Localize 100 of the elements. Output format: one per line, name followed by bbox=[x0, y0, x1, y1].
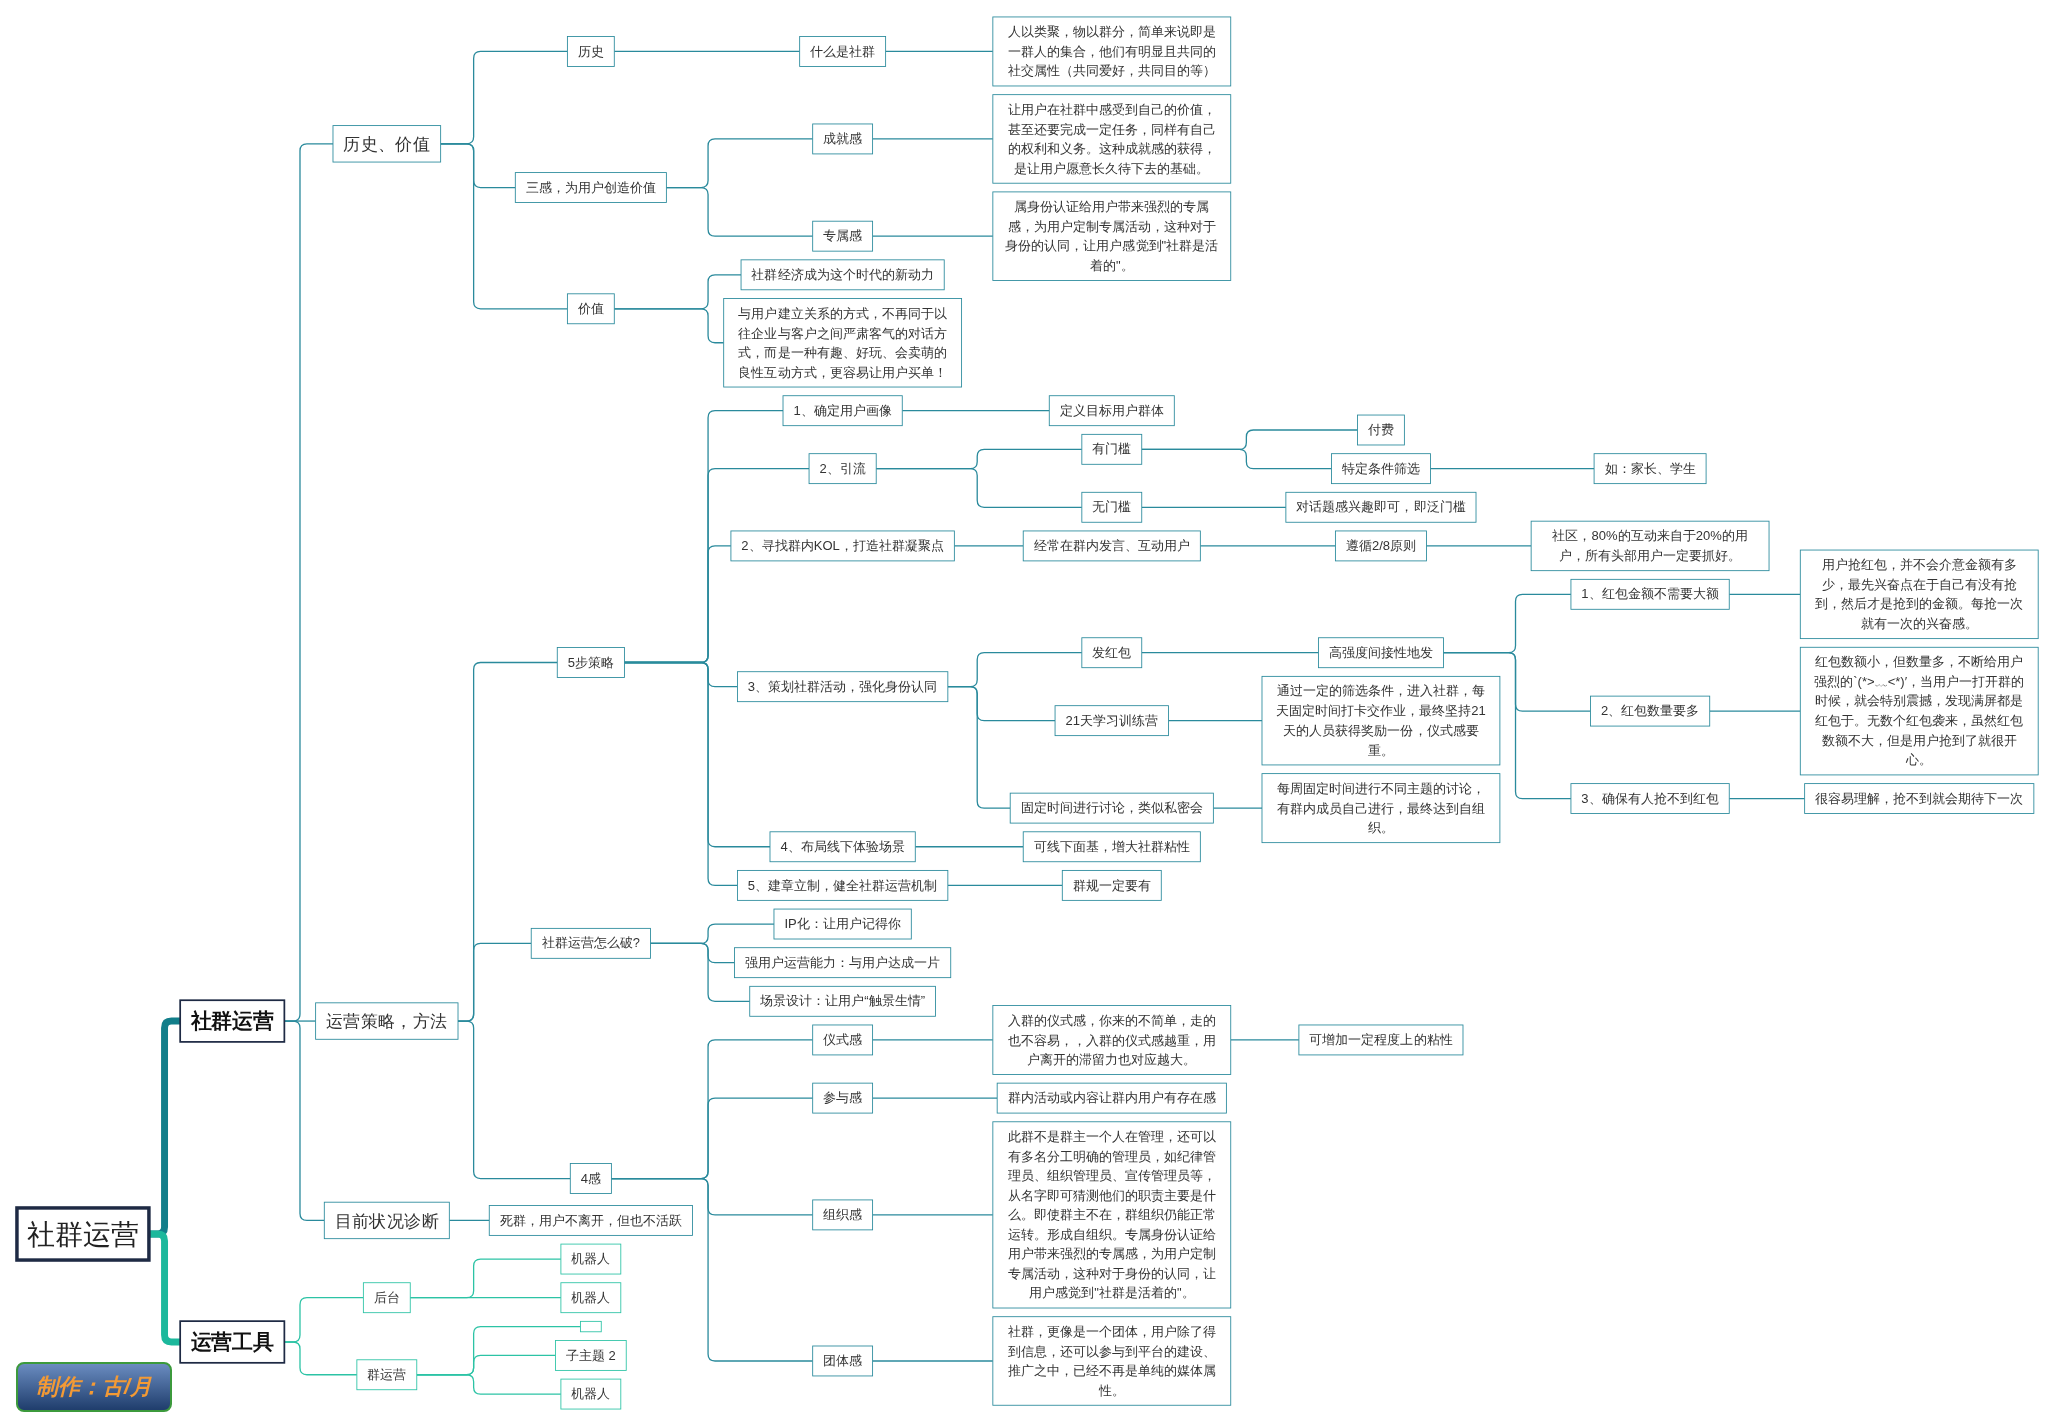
node-box: 属身份认证给用户带来强烈的专属感，为用户定制专属活动，这种对于身份的认同，让用户感觉到"社群是活着的"。 bbox=[992, 191, 1232, 281]
node-box: 与用户建立关系的方式，不再同于以往企业与客户之间严肃客气的对话方式，而是一种有趣、好玩、会卖萌的良性互动方式，更容易让用户买单！ bbox=[723, 298, 963, 388]
connector bbox=[611, 1177, 814, 1362]
connector bbox=[1230, 1039, 1300, 1041]
connector bbox=[457, 1020, 572, 1180]
node-box: 2、引流 bbox=[809, 453, 878, 485]
connector bbox=[872, 1097, 999, 1099]
node-box: 经常在群内发言、互动用户 bbox=[1023, 530, 1202, 562]
connector bbox=[1729, 797, 1806, 800]
connector bbox=[947, 884, 1064, 887]
node-box: 2、寻找群内KOL，打造社群凝聚点 bbox=[730, 530, 956, 562]
node-box: 人以类聚，物以群分，简单来说即是一群人的集合，他们有明显且共同的社交属性（共同爱好，共同目的等） bbox=[992, 16, 1232, 87]
connector bbox=[666, 186, 814, 237]
node-box: 很容易理解，抢不到就会期待下一次 bbox=[1804, 783, 2035, 814]
node-box: 场景设计：让用户“触景生情” bbox=[749, 985, 937, 1017]
node-box: 5、建章立制，健全社群运营机制 bbox=[737, 870, 949, 901]
node-box: 4、布局线下体验场景 bbox=[769, 831, 917, 863]
node-box: 如：家长、学生 bbox=[1594, 453, 1707, 485]
node-box: 社群，更像是一个团体，用户除了得到信息，还可以参与到平台的建设、推广之中，已经不再是单纯的媒体属性。 bbox=[992, 1316, 1232, 1406]
node-box: 2、红包数量要多 bbox=[1590, 695, 1711, 727]
connector bbox=[872, 235, 994, 237]
connector bbox=[1200, 545, 1337, 547]
credit-badge: 制作：古/月 bbox=[16, 1362, 173, 1412]
connector bbox=[410, 1297, 562, 1299]
connector bbox=[410, 1258, 562, 1299]
connector bbox=[416, 1374, 562, 1395]
node-box: 让用户在社群中感受到自己的价值，甚至还要完成一定任务，同样有自己的权利和义务。这种成就感的获得，是让用户愿意长久待下去的基础。 bbox=[992, 94, 1232, 184]
connector bbox=[947, 686, 1012, 809]
connector bbox=[1729, 593, 1802, 595]
connector bbox=[449, 1219, 491, 1222]
node-box: 运营工具 bbox=[179, 1320, 286, 1364]
node-box: 每周固定时间进行不同主题的讨论，有群内成员自己进行，最终达到自组织。 bbox=[1262, 773, 1501, 844]
node-box: 专属感 bbox=[812, 220, 874, 252]
node-box: 遵循2/8原则 bbox=[1335, 530, 1428, 562]
connector bbox=[1426, 545, 1533, 547]
node-box: 用户抢红包，并不会介意金额有多少，最先兴奋点在于自己有没有抢到，然后才是抢到的金额。每抢一次就有一次的兴奋感。 bbox=[1800, 549, 2040, 640]
connector bbox=[885, 50, 994, 53]
node-box: 群内活动或内容让群内用户有存在感 bbox=[997, 1082, 1228, 1114]
node-box: 机器人 bbox=[560, 1378, 622, 1410]
node-box: 付费 bbox=[1357, 414, 1406, 446]
node-box: 社群运营 bbox=[15, 1206, 152, 1262]
node-box: 什么是社群 bbox=[799, 36, 887, 67]
connector bbox=[954, 545, 1025, 547]
node-box: 群规一定要有 bbox=[1062, 870, 1163, 901]
node-box: 高强度间接性地发 bbox=[1318, 637, 1445, 669]
connector bbox=[1141, 506, 1287, 508]
node-box: 1、确定用户画像 bbox=[783, 395, 904, 427]
connector bbox=[614, 50, 801, 53]
node-box bbox=[580, 1320, 603, 1333]
node-box: 通过一定的筛选条件，进入社群，每天固定时间打卡交作业，最终坚持21天的人员获得奖励一份，仪式感要重。 bbox=[1262, 675, 1501, 766]
node-box: 死群，用户不离开，但也不活跃 bbox=[489, 1205, 694, 1236]
connector bbox=[876, 468, 1083, 508]
connector bbox=[614, 308, 725, 344]
node-box: 机器人 bbox=[560, 1243, 622, 1275]
connector bbox=[1443, 652, 1572, 800]
node-box: 21天学习训练营 bbox=[1055, 705, 1170, 737]
connector bbox=[1141, 448, 1333, 470]
node-box: 1、红包金额不需要大额 bbox=[1570, 578, 1731, 610]
node-box: 社区，80%的互动来自于20%的用户，所有头部用户一定要抓好。 bbox=[1531, 520, 1770, 572]
node-box: 5步策略 bbox=[557, 647, 626, 678]
node-box: 三感，为用户创造价值 bbox=[515, 172, 668, 203]
connector bbox=[650, 942, 751, 1002]
node-box: 组织感 bbox=[812, 1199, 874, 1231]
node-box: 团体感 bbox=[812, 1345, 874, 1377]
connector bbox=[872, 1360, 994, 1362]
node-box: 可增加一定程度上的粘性 bbox=[1298, 1024, 1464, 1056]
node-box: 运营策略，方法 bbox=[315, 1002, 459, 1040]
node-box: 机器人 bbox=[560, 1282, 622, 1314]
connector bbox=[1430, 468, 1596, 470]
connector bbox=[872, 1214, 994, 1216]
connector bbox=[872, 138, 994, 140]
connector bbox=[440, 143, 569, 310]
node-box: 后台 bbox=[363, 1282, 412, 1314]
connector bbox=[1168, 720, 1264, 722]
node-box: 固定时间进行讨论，类似私密会 bbox=[1010, 792, 1215, 824]
node-box: 参与感 bbox=[812, 1082, 874, 1114]
connector bbox=[1709, 710, 1802, 712]
connector bbox=[902, 410, 1051, 412]
node-box: 入群的仪式感，你来的不简单，走的也不容易，，入群的仪式感越重，用户离开的滞留力也对应越大。 bbox=[992, 1005, 1232, 1075]
node-box: 社群经济成为这个时代的新动力 bbox=[741, 259, 946, 291]
connector bbox=[284, 1341, 358, 1376]
node-box: 可线下面基，增大社群粘性 bbox=[1023, 831, 1202, 863]
node-box: 社群运营 bbox=[179, 999, 286, 1043]
node-box: 发红包 bbox=[1081, 637, 1143, 669]
node-box: 红包数额小，但数量多，不断给用户强烈的`(*>﹏<*)′，当用户一打开群的时候，就会特别震撼，发现满屏都是红包于。无数个红包袭来，虽然红包数额不大，但是用户抢到了就很开心。 bbox=[1800, 646, 2040, 776]
connector bbox=[149, 1230, 181, 1346]
connector bbox=[872, 1039, 994, 1041]
node-box: 强用户运营能力：与用户达成一片 bbox=[734, 947, 952, 979]
node-box: 此群不是群主一个人在管理，还可以有多名分工明确的管理员，如纪律管理员、组织管理员、宣传管理员等，从名字即可猜测他们的职责主要是什么。即使群主不在，群组织仍能正常运转。形成自组织。专属身份认证给用户带来强烈的专属感，为用户定制专属活动，这种对于身份的认同，让用户感觉到"社群是活着的"。 bbox=[992, 1121, 1232, 1309]
node-box: 4感 bbox=[570, 1163, 613, 1194]
node-box: 3、策划社群活动，强化身份认同 bbox=[737, 671, 949, 703]
connector bbox=[915, 846, 1025, 848]
node-box: 3、确保有人抢不到红包 bbox=[1570, 783, 1731, 814]
node-box: 有门槛 bbox=[1081, 433, 1143, 465]
node-box: 历史 bbox=[567, 36, 616, 67]
node-box: 目前状况诊断 bbox=[324, 1201, 451, 1240]
connector bbox=[624, 661, 739, 887]
node-box: 社群运营怎么破? bbox=[531, 927, 652, 959]
node-box: 定义目标用户群体 bbox=[1049, 395, 1176, 427]
connector bbox=[1141, 652, 1320, 654]
